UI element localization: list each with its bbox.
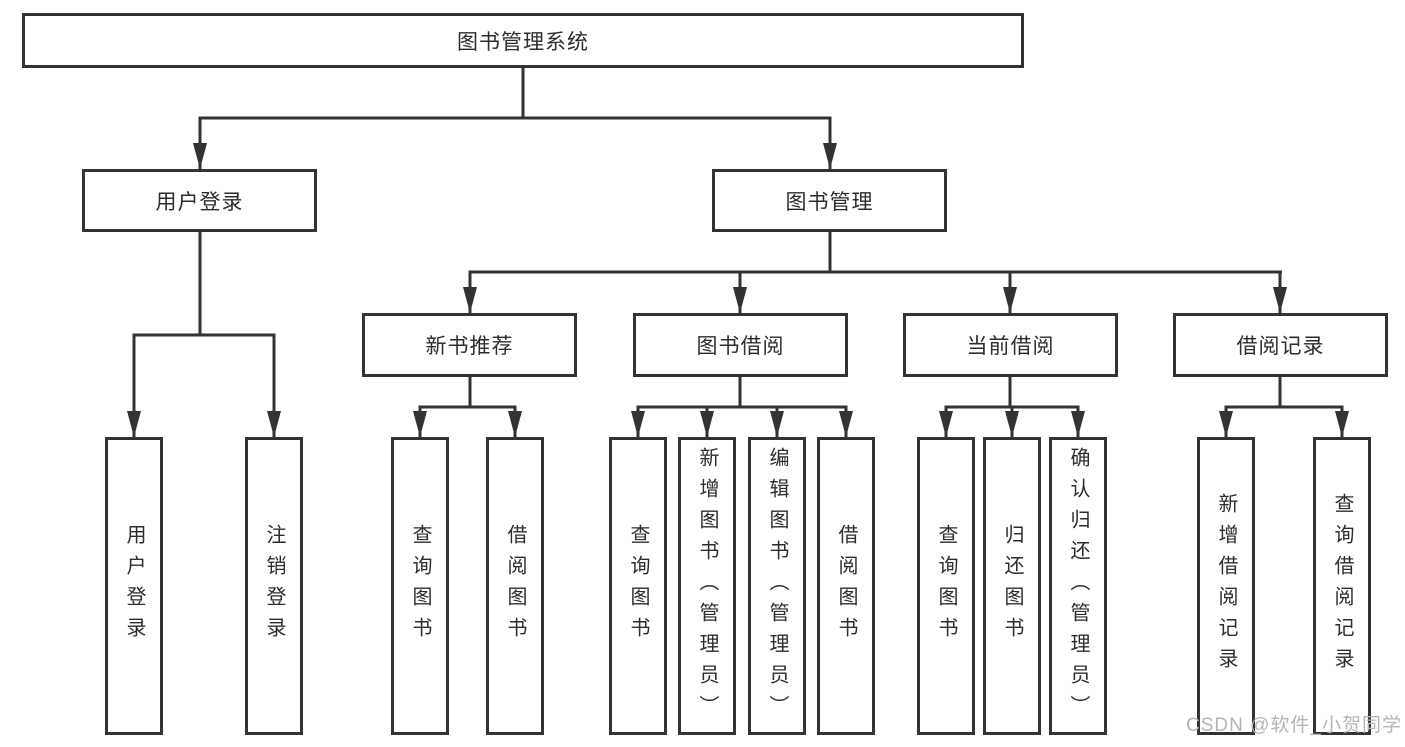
node-label: 查询图书: [627, 524, 649, 648]
node-label: 新增借阅记录: [1215, 493, 1237, 679]
leaf-query-borrow-record: 查询借阅记录: [1313, 437, 1371, 735]
leaf-query-book-3: 查询图书: [917, 437, 975, 735]
node-label: 当前借阅: [966, 335, 1055, 358]
node-label: 确认归还（管理员）: [1067, 446, 1089, 726]
leaf-borrow-book-2: 借阅图书: [817, 437, 875, 735]
node-label: 用户登录: [123, 524, 145, 648]
node-label: 注销登录: [263, 524, 285, 648]
node-label: 编辑图书（管理员）: [766, 446, 788, 726]
node-root: 图书管理系统: [22, 13, 1024, 68]
leaf-user-login: 用户登录: [105, 437, 163, 735]
leaf-query-book-2: 查询图书: [609, 437, 667, 735]
node-borrow-records: 借阅记录: [1173, 313, 1388, 377]
node-label: 新书推荐: [425, 335, 514, 358]
csdn-watermark: CSDN @软件_小贺同学: [1186, 715, 1402, 736]
node-current-borrow: 当前借阅: [903, 313, 1118, 377]
leaf-add-borrow-record: 新增借阅记录: [1197, 437, 1255, 735]
node-label: 归还图书: [1001, 524, 1023, 648]
node-book-borrow: 图书借阅: [633, 313, 848, 377]
node-label: 图书借阅: [696, 335, 785, 358]
leaf-add-book-admin: 新增图书（管理员）: [678, 437, 736, 735]
node-label: 借阅图书: [835, 524, 857, 648]
leaf-edit-book-admin: 编辑图书（管理员）: [748, 437, 806, 735]
node-label: 新增图书（管理员）: [696, 446, 718, 726]
node-label: 借阅记录: [1236, 335, 1325, 358]
node-label: 图书管理系统: [457, 30, 589, 54]
node-user-login: 用户登录: [82, 169, 317, 232]
node-label: 查询图书: [935, 524, 957, 648]
node-label: 用户登录: [155, 190, 244, 214]
node-new-book-recommend: 新书推荐: [362, 313, 577, 377]
node-label: 查询图书: [409, 524, 431, 648]
node-label: 图书管理: [785, 190, 874, 214]
leaf-confirm-return-admin: 确认归还（管理员）: [1049, 437, 1107, 735]
leaf-logout: 注销登录: [245, 437, 303, 735]
leaf-borrow-book-1: 借阅图书: [486, 437, 544, 735]
node-book-management: 图书管理: [712, 169, 947, 232]
leaf-return-book: 归还图书: [983, 437, 1041, 735]
leaf-query-book-1: 查询图书: [391, 437, 449, 735]
node-label: 借阅图书: [504, 524, 526, 648]
node-label: 查询借阅记录: [1331, 493, 1353, 679]
